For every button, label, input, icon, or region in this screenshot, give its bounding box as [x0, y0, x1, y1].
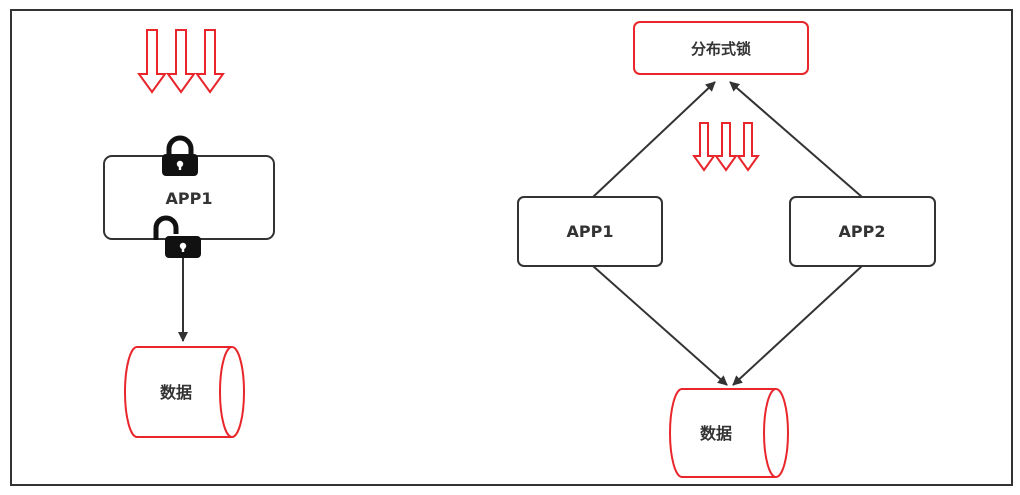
- lock-open-icon: [153, 215, 201, 258]
- left-app1-node: APP1: [103, 155, 275, 240]
- distributed-lock-label: 分布式锁: [691, 40, 751, 58]
- right-app2-label: APP2: [839, 222, 886, 241]
- request-arrow: [196, 29, 224, 93]
- request-arrow: [737, 122, 759, 171]
- left-data-cylinder: 数据: [124, 346, 245, 438]
- distributed-lock-node: 分布式锁: [633, 21, 809, 75]
- app1-to-lock-arrow: [592, 81, 716, 198]
- right-request-arrows: [693, 122, 759, 171]
- right-app1-node: APP1: [517, 196, 663, 267]
- app1-to-data-arrow: [592, 265, 728, 386]
- right-app1-label: APP1: [567, 222, 614, 241]
- left-data-label: 数据: [160, 383, 192, 402]
- request-arrow: [693, 122, 715, 171]
- left-app1-label: APP1: [166, 189, 213, 208]
- request-arrow: [167, 29, 195, 93]
- request-arrow: [715, 122, 737, 171]
- app2-to-data-arrow: [732, 265, 863, 386]
- right-app2-node: APP2: [789, 196, 936, 267]
- diagram-frame: [10, 9, 1013, 486]
- request-arrow: [138, 29, 166, 93]
- left-request-arrows: [138, 29, 224, 93]
- right-data-cylinder: 数据: [669, 388, 789, 478]
- right-data-label: 数据: [700, 424, 732, 443]
- app2-to-lock-arrow: [729, 81, 863, 198]
- lock-closed-icon: [162, 135, 198, 176]
